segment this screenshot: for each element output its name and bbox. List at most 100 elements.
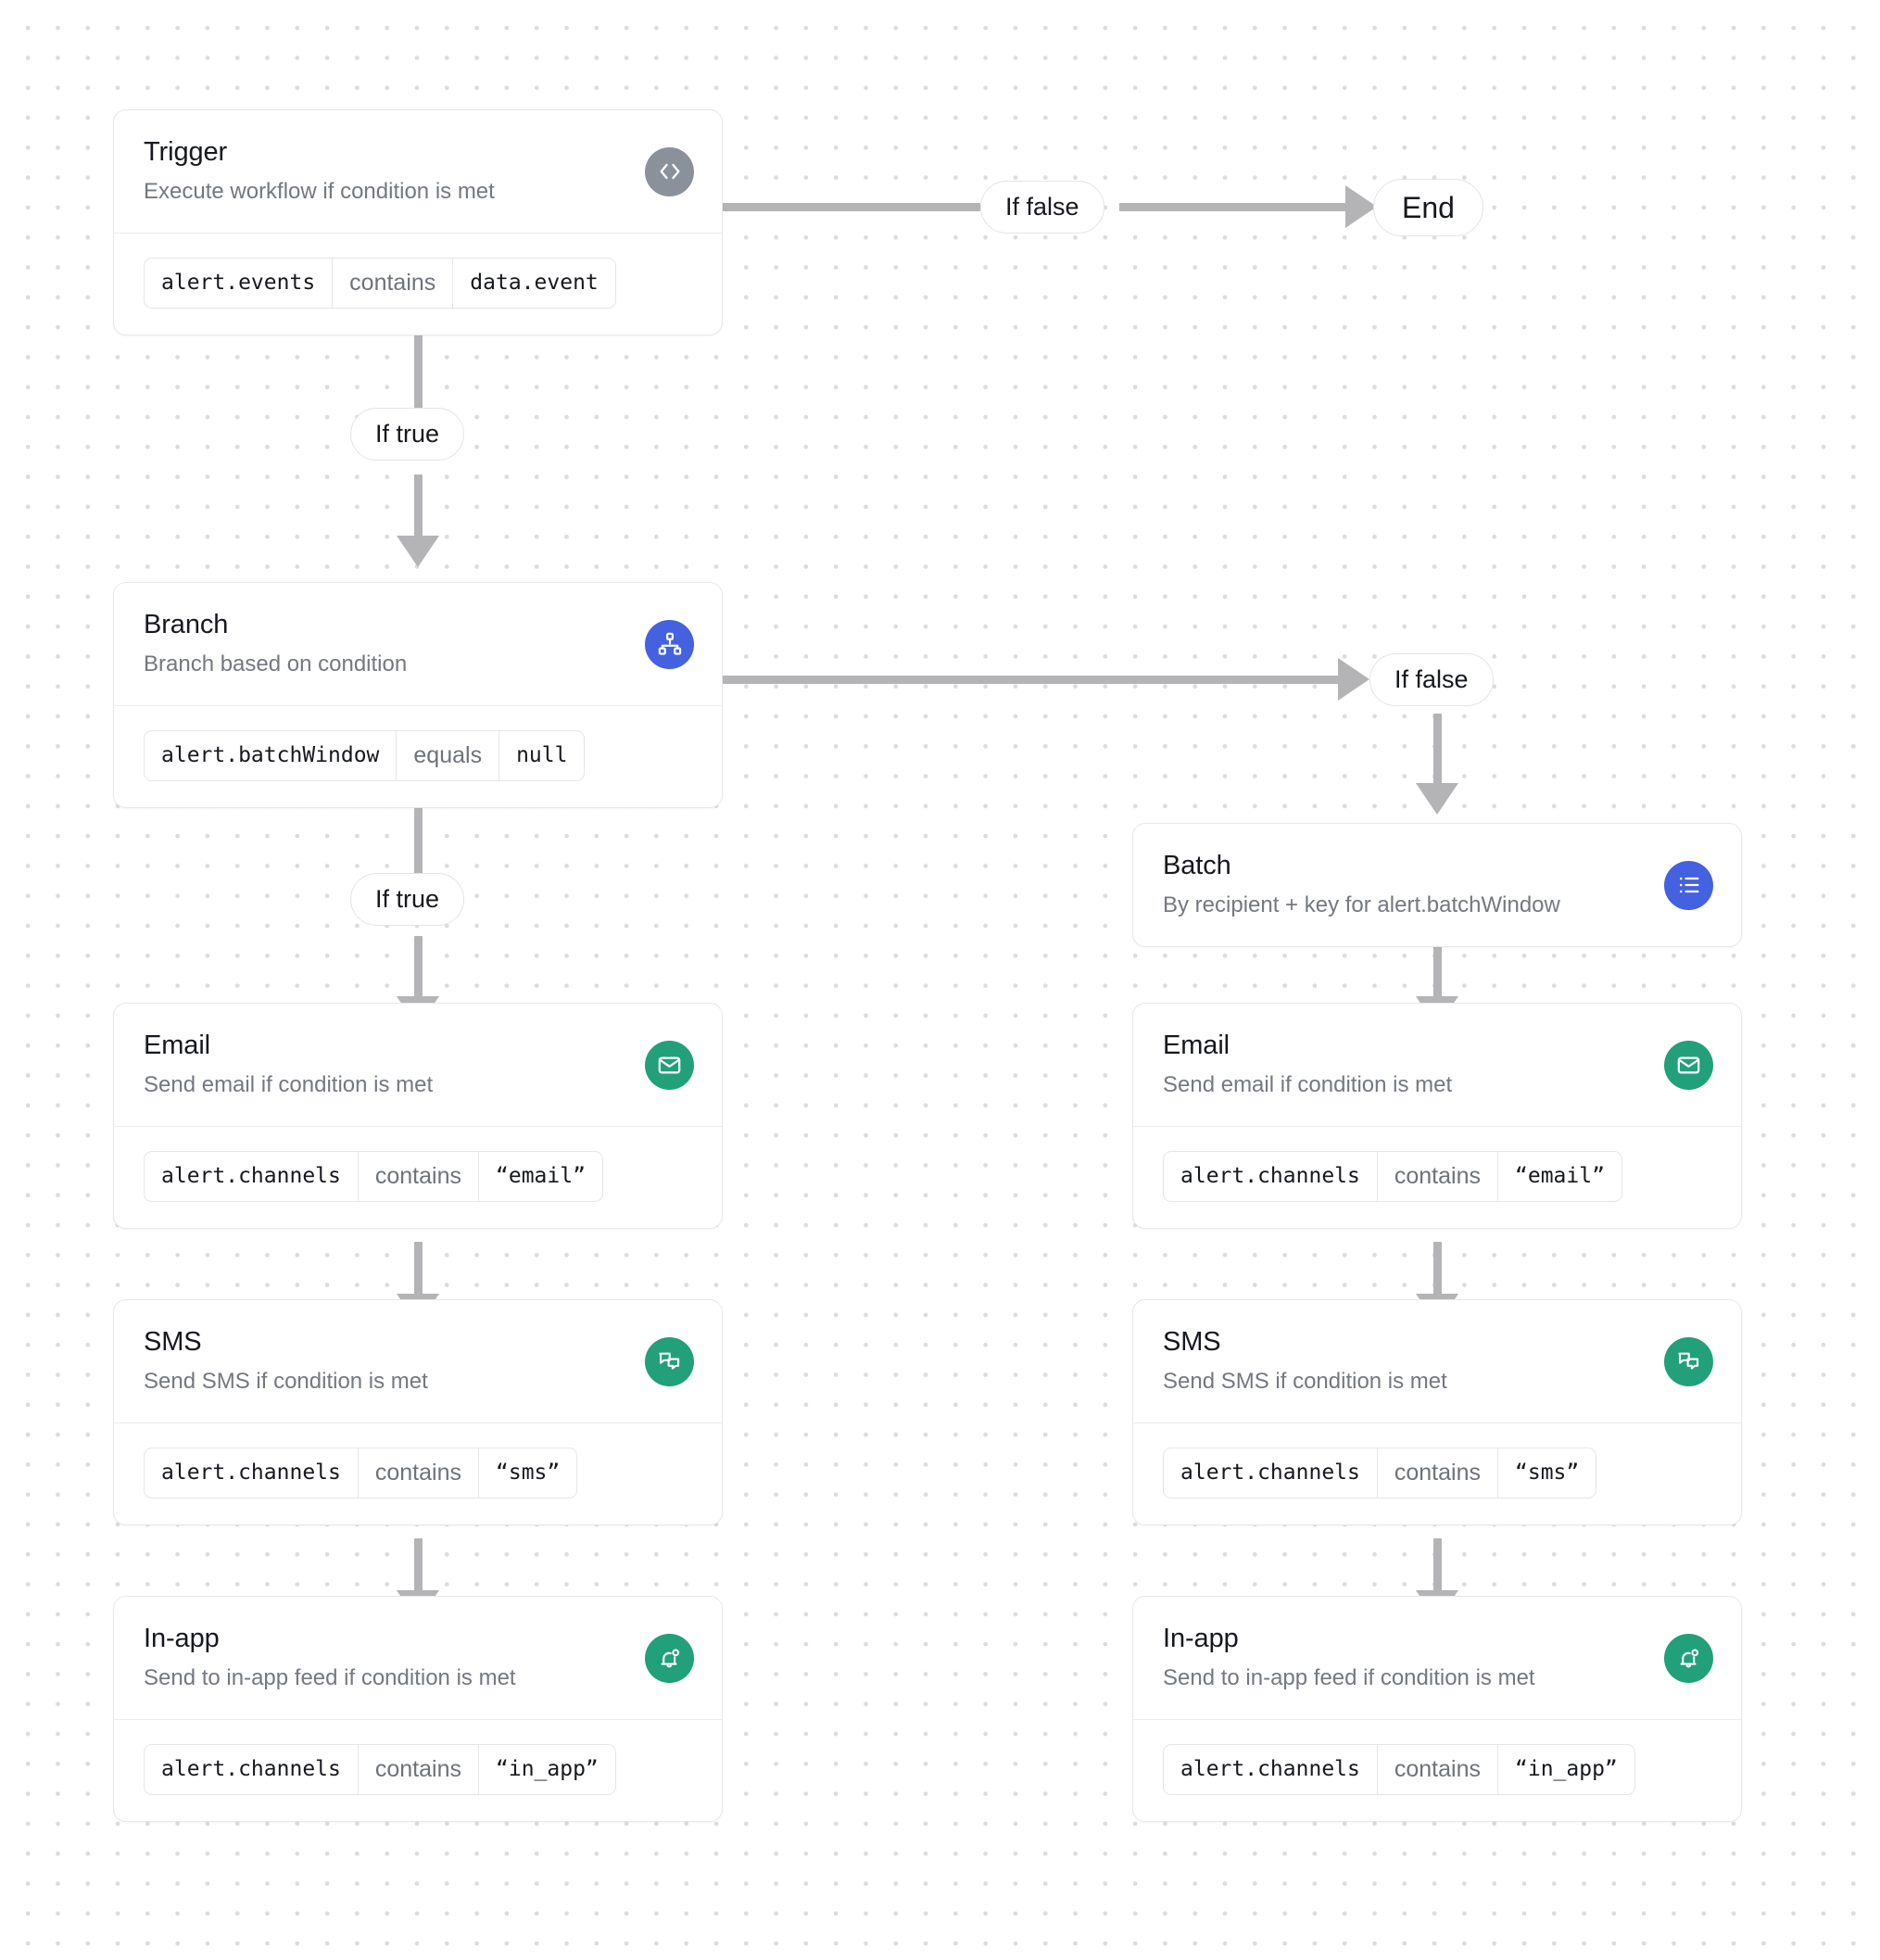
connector-sms-to-inapp-right (1433, 1538, 1442, 1596)
connector-iffalse-to-batch (1433, 714, 1442, 803)
condition-pill[interactable]: alert.channels contains “email” (1163, 1151, 1622, 1203)
condition-value: “email” (1515, 1164, 1605, 1189)
pill-trigger-if-false[interactable]: If false (980, 181, 1104, 234)
condition-field: alert.events (161, 271, 316, 296)
node-condition: alert.channels contains “email” (1133, 1126, 1741, 1228)
condition-operator: contains (357, 1745, 479, 1795)
pill-end[interactable]: End (1373, 179, 1483, 236)
node-title: Branch (144, 610, 229, 639)
node-batch[interactable]: Batch By recipient + key for alert.batch… (1132, 823, 1742, 948)
condition-pill[interactable]: alert.channels contains “sms” (1163, 1448, 1597, 1499)
condition-field: alert.channels (1180, 1164, 1360, 1189)
connector-email-to-sms-left (414, 1242, 423, 1299)
condition-value: “email” (496, 1164, 586, 1189)
condition-operator: equals (396, 731, 500, 781)
condition-value: “in_app” (496, 1757, 599, 1782)
node-condition: alert.events contains data.event (114, 233, 722, 335)
arrow-head-to-batch (1416, 783, 1458, 815)
node-sms-left[interactable]: SMS Send SMS if condition is met alert.c… (113, 1299, 723, 1526)
node-header: In-app Send to in-app feed if condition … (114, 1597, 722, 1719)
condition-pill[interactable]: alert.channels contains “email” (144, 1151, 603, 1203)
node-condition: alert.batchWindow equals null (114, 705, 722, 807)
condition-pill[interactable]: alert.channels contains “in_app” (1163, 1744, 1635, 1796)
node-header: Branch Branch based on condition (114, 583, 722, 705)
condition-value: null (516, 743, 568, 768)
node-title: SMS (144, 1327, 202, 1357)
pill-label: If true (375, 885, 440, 913)
node-condition: alert.channels contains “in_app” (114, 1719, 722, 1821)
connector-sms-to-inapp-left (414, 1538, 423, 1596)
node-subtitle: Send SMS if condition is met (1163, 1368, 1447, 1394)
condition-pill[interactable]: alert.channels contains “sms” (144, 1448, 578, 1499)
node-condition: alert.channels contains “email” (114, 1126, 722, 1228)
node-header: SMS Send SMS if condition is met (114, 1300, 722, 1423)
condition-field: alert.channels (161, 1757, 341, 1782)
condition-field: alert.channels (1180, 1461, 1360, 1486)
node-title: Trigger (144, 137, 228, 167)
connector-iftrue-to-email (414, 936, 423, 1003)
node-subtitle: Send SMS if condition is met (144, 1368, 428, 1394)
condition-value: data.event (470, 271, 599, 296)
connector-trigger-to-iffalse (723, 203, 980, 211)
node-subtitle: Send to in-app feed if condition is met (1163, 1664, 1535, 1690)
bell-dot-icon (1664, 1633, 1713, 1683)
node-header: In-app Send to in-app feed if condition … (1133, 1597, 1741, 1719)
condition-field: alert.channels (161, 1164, 341, 1189)
node-title: Batch (1163, 851, 1231, 880)
node-inapp-left[interactable]: In-app Send to in-app feed if condition … (113, 1596, 723, 1823)
pill-trigger-if-true[interactable]: If true (350, 408, 465, 461)
node-inapp-right[interactable]: In-app Send to in-app feed if condition … (1132, 1596, 1742, 1823)
node-title: In-app (1163, 1624, 1239, 1653)
condition-operator: contains (332, 259, 454, 309)
node-subtitle: Send email if condition is met (1163, 1071, 1453, 1097)
envelope-icon (645, 1040, 694, 1090)
node-title: Email (144, 1031, 211, 1060)
node-header: Email Send email if condition is met (1133, 1004, 1741, 1126)
connector-batch-to-email-right (1433, 927, 1442, 1003)
arrow-head-to-branch-iffalse (1338, 658, 1369, 701)
sitemap-icon (645, 619, 694, 669)
arrow-head-to-end (1345, 185, 1377, 228)
connector-email-to-sms-right (1433, 1242, 1442, 1299)
pill-label: If false (1394, 665, 1469, 693)
condition-value: “sms” (496, 1461, 561, 1486)
node-email-left[interactable]: Email Send email if condition is met ale… (113, 1003, 723, 1230)
node-header: Email Send email if condition is met (114, 1004, 722, 1126)
node-subtitle: By recipient + key for alert.batchWindow (1163, 891, 1560, 917)
node-branch[interactable]: Branch Branch based on condition alert.b… (113, 582, 723, 809)
arrow-head-to-branch (397, 536, 439, 567)
node-title: SMS (1163, 1327, 1221, 1357)
envelope-icon (1664, 1040, 1713, 1090)
connector-iftrue-to-branch (414, 474, 423, 543)
condition-value: “in_app” (1515, 1757, 1618, 1782)
condition-field: alert.channels (161, 1461, 341, 1486)
connector-branch-to-iftrue (414, 778, 423, 880)
connector-iffalse-to-end (1119, 203, 1351, 211)
node-title: Email (1163, 1031, 1230, 1060)
node-header: SMS Send SMS if condition is met (1133, 1300, 1741, 1423)
node-title: In-app (144, 1624, 220, 1653)
node-email-right[interactable]: Email Send email if condition is met ale… (1132, 1003, 1742, 1230)
pill-label: End (1402, 190, 1455, 224)
condition-pill[interactable]: alert.batchWindow equals null (144, 730, 586, 782)
connector-branch-to-iffalse (723, 676, 1344, 684)
condition-operator: contains (1376, 1152, 1498, 1202)
pill-branch-if-true[interactable]: If true (350, 873, 465, 926)
node-trigger[interactable]: Trigger Execute workflow if condition is… (113, 109, 723, 336)
connector-trigger-to-iftrue (414, 311, 423, 409)
chat-bubbles-icon (1664, 1336, 1713, 1386)
node-header: Batch By recipient + key for alert.batch… (1133, 824, 1741, 946)
condition-field: alert.batchWindow (161, 743, 380, 768)
node-sms-right[interactable]: SMS Send SMS if condition is met alert.c… (1132, 1299, 1742, 1526)
condition-pill[interactable]: alert.events contains data.event (144, 258, 616, 310)
condition-pill[interactable]: alert.channels contains “in_app” (144, 1744, 616, 1796)
node-condition: alert.channels contains “sms” (1133, 1423, 1741, 1524)
pill-branch-if-false[interactable]: If false (1369, 653, 1494, 706)
condition-value: “sms” (1515, 1461, 1580, 1486)
condition-operator: contains (1376, 1448, 1498, 1498)
chat-bubbles-icon (645, 1336, 694, 1386)
list-icon (1664, 860, 1713, 910)
node-header: Trigger Execute workflow if condition is… (114, 110, 722, 233)
node-subtitle: Send to in-app feed if condition is met (144, 1664, 516, 1690)
